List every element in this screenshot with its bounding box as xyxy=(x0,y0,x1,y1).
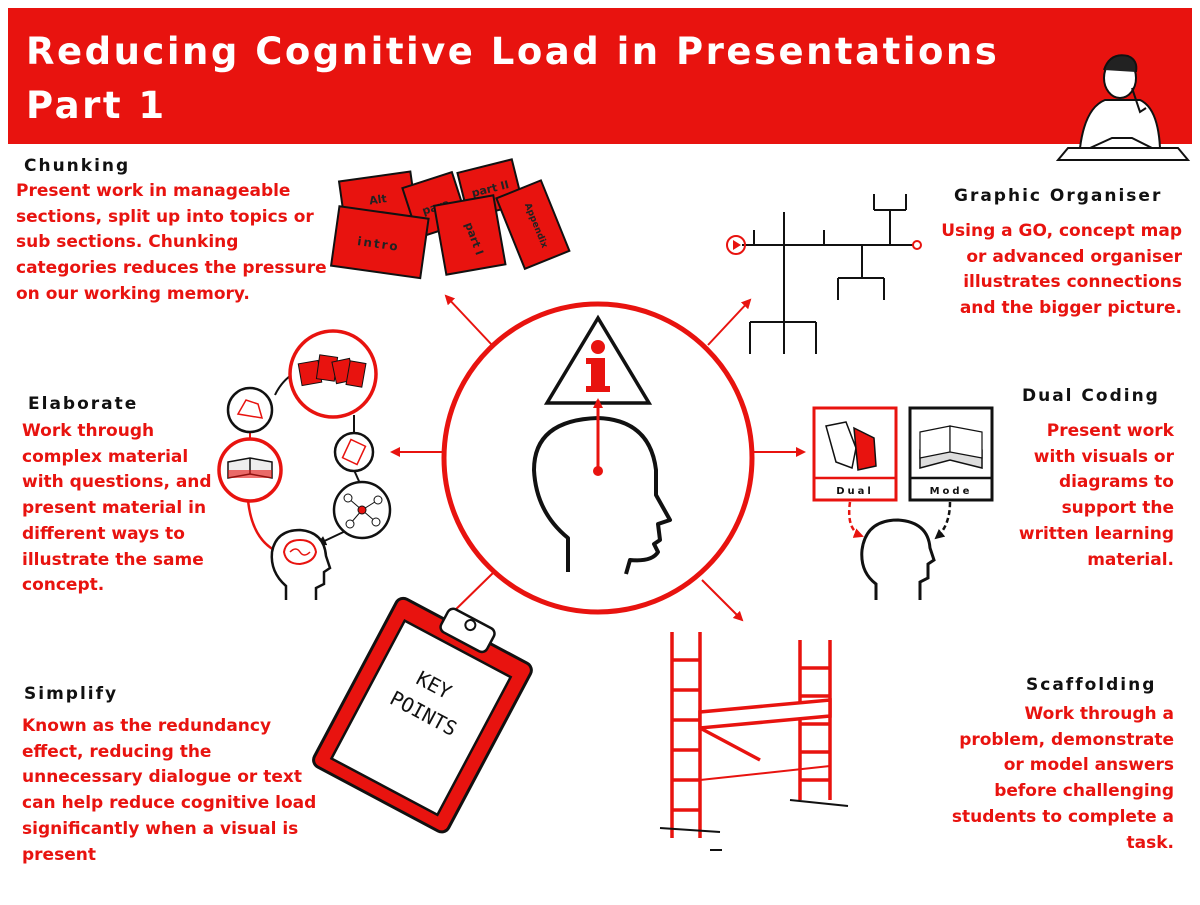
chunking-title: Chunking xyxy=(24,156,131,176)
scaffolding-icon xyxy=(659,632,849,851)
building-blocks-icon: Alt para part II Appendix part I intro xyxy=(329,158,571,280)
block-label-intro: intro xyxy=(357,234,401,254)
block-label-alt: Alt xyxy=(368,192,387,207)
page-title-line1: Reducing Cognitive Load in Presentations xyxy=(26,30,1000,73)
page-title-line2: Part 1 xyxy=(26,84,167,127)
dual-coding-body: Present work with visuals or diagrams to… xyxy=(1018,421,1174,570)
elaborate-chain-illustration xyxy=(217,329,392,600)
dual-coding-head-icon xyxy=(860,518,936,600)
scaffolding-title: Scaffolding xyxy=(1026,675,1157,695)
clipboard-icon: KEY POINTS xyxy=(312,596,533,834)
header-banner: Reducing Cognitive Load in Presentations… xyxy=(8,8,1192,144)
information-warning-icon xyxy=(543,314,653,405)
simplify-body: Known as the redundancy effect, reducing… xyxy=(22,716,317,865)
dual-coding-illustration: Dual Mode xyxy=(812,406,994,600)
mode-card-label: Mode xyxy=(930,486,973,497)
person-reading-icon xyxy=(1055,54,1191,161)
small-thumb-circle xyxy=(226,386,274,434)
dual-card-label: Dual xyxy=(836,486,874,497)
head-silhouette-icon xyxy=(532,416,672,575)
book-icon xyxy=(919,425,983,469)
head-dot xyxy=(593,466,603,476)
elaborate-title: Elaborate xyxy=(28,394,139,414)
book-icon xyxy=(227,457,273,479)
graphic-organiser-body: Using a GO, concept map or advanced orga… xyxy=(941,221,1182,319)
central-circle xyxy=(441,301,755,615)
dual-coding-title: Dual Coding xyxy=(1022,386,1160,406)
scaffolding-body: Work through a problem, demonstrate or m… xyxy=(951,704,1174,853)
elaborate-body: Work through complex material with quest… xyxy=(22,421,212,596)
chunking-body: Present work in manageable sections, spl… xyxy=(16,181,327,304)
graphic-organiser-tree-icon xyxy=(726,194,922,354)
simplify-title: Simplify xyxy=(24,684,119,704)
graphic-organiser-title: Graphic Organiser xyxy=(954,186,1163,206)
